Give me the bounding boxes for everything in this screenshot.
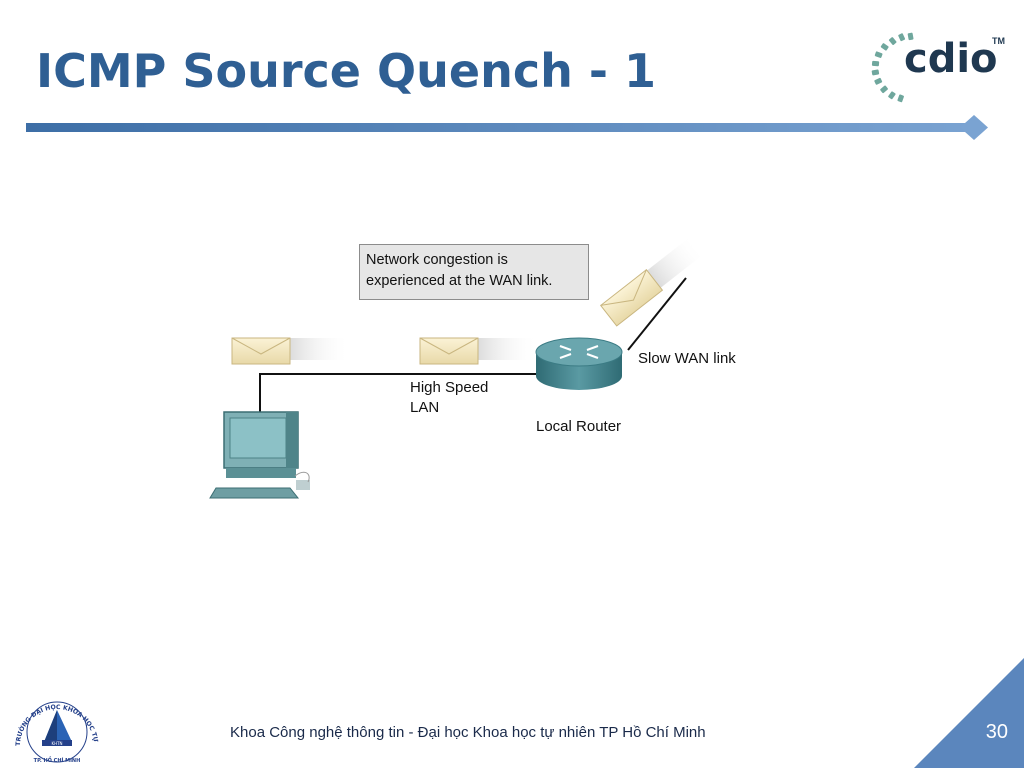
wan-label: Slow WAN link bbox=[638, 350, 736, 367]
logo-text: cdio bbox=[904, 36, 998, 82]
page-number: 30 bbox=[985, 721, 1008, 743]
callout-line-2: experienced at the WAN link. bbox=[366, 273, 553, 289]
university-seal-logo: TRƯỜNG ĐẠI HỌC KHOA HỌC TỰ NHIÊN KHTN TP… bbox=[10, 690, 99, 764]
lan-link bbox=[259, 373, 540, 413]
slide-title: ICMP Source Quench - 1 bbox=[36, 44, 656, 98]
network-diagram bbox=[209, 236, 705, 499]
divider-diamond-icon bbox=[960, 115, 988, 140]
svg-text:KHTN: KHTN bbox=[51, 741, 62, 746]
cdio-logo: cdio TM bbox=[868, 30, 1008, 110]
logo-arc-icon bbox=[871, 32, 914, 103]
local-router-icon bbox=[535, 337, 623, 390]
wan-link bbox=[627, 277, 687, 351]
logo-trademark: TM bbox=[992, 36, 1005, 46]
lan-label: High Speed LAN bbox=[410, 378, 488, 418]
congestion-callout: Network congestion is experienced at the… bbox=[359, 244, 589, 300]
svg-text:TP. HỒ CHÍ MINH: TP. HỒ CHÍ MINH bbox=[34, 755, 81, 764]
footer-text: Khoa Công nghệ thông tin - Đại học Khoa … bbox=[230, 724, 706, 741]
lan-label-line-2: LAN bbox=[410, 399, 440, 416]
router-label: Local Router bbox=[536, 418, 622, 435]
envelope-icon bbox=[419, 337, 538, 365]
title-divider bbox=[26, 115, 988, 140]
corner-decoration bbox=[914, 658, 1024, 768]
callout-line-1: Network congestion is bbox=[366, 252, 508, 268]
envelope-icon bbox=[599, 236, 705, 327]
lan-label-line-1: High Speed bbox=[410, 379, 489, 396]
computer-icon bbox=[209, 411, 310, 499]
envelope-icon bbox=[231, 337, 350, 365]
